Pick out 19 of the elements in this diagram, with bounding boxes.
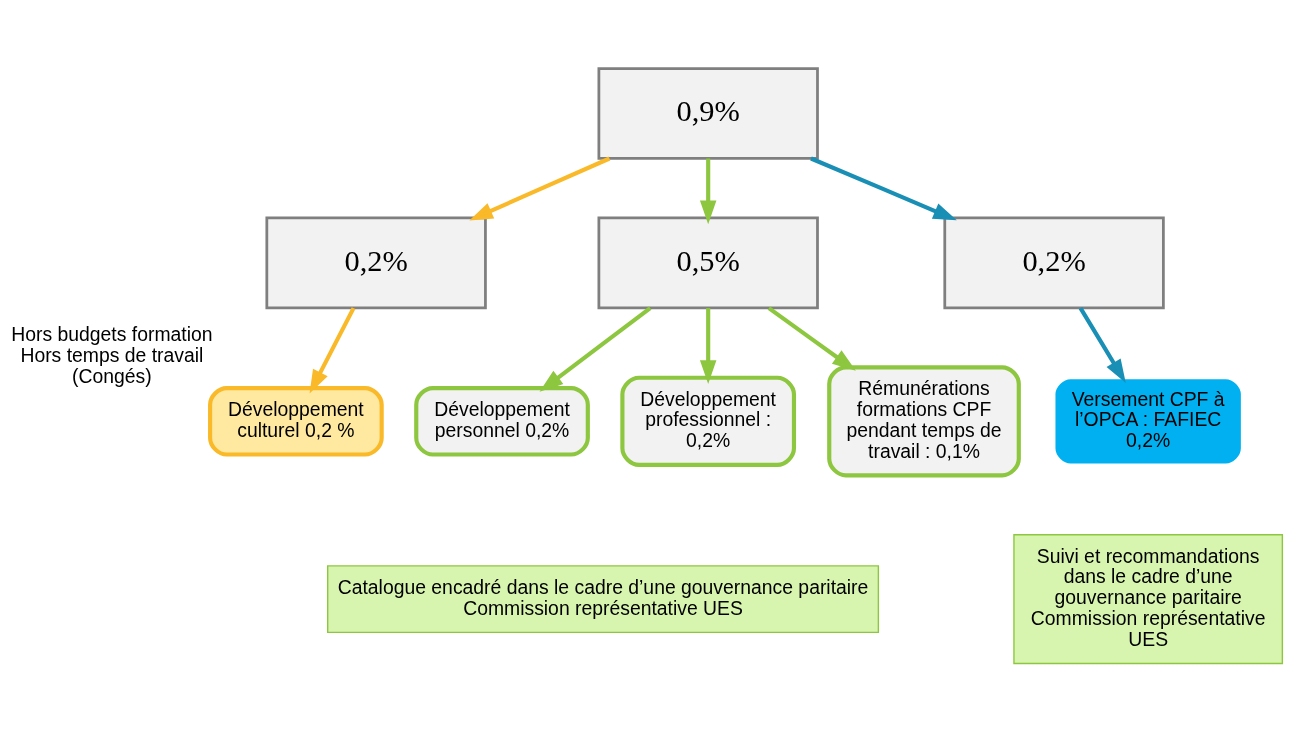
node-box: Développement professionnel : 0,2% xyxy=(620,375,797,467)
node-box: 0,5% xyxy=(597,216,819,309)
arrow xyxy=(1078,306,1126,383)
arrow xyxy=(469,156,611,220)
arrow xyxy=(699,307,717,384)
arrow xyxy=(810,156,957,220)
node-box: Suivi et recommandations dans le cadre d’une gouvernance paritaire Commission représentative UES xyxy=(1013,533,1284,664)
node-label: Hors budgets formation Hors temps de travail (Congés) xyxy=(11,322,213,387)
node-box: Développement personnel 0,2% xyxy=(414,385,590,457)
arrow xyxy=(699,158,717,224)
node-box: 0,9% xyxy=(597,66,819,160)
node-box: Catalogue encadré dans le cadre d’une gouvernance paritaire Commission représentative UES xyxy=(327,564,880,633)
node-box: 0,2% xyxy=(265,216,487,309)
arrow xyxy=(767,305,856,371)
node-box: 0,2% xyxy=(943,216,1165,309)
node-box: Rémunérations formations CPF pendant temps de travail : 0,1% xyxy=(827,364,1021,477)
arrow xyxy=(539,305,652,392)
arrow xyxy=(309,306,356,393)
node-box: Développement culturel 0,2 % xyxy=(208,385,384,457)
